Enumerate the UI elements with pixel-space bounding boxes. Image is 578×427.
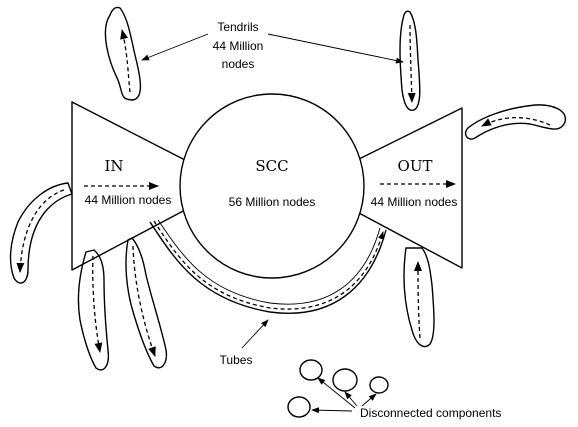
out-label: OUT [398, 157, 433, 175]
disconnected-leader-2 [344, 391, 358, 407]
disconnected-leader-4 [311, 407, 353, 414]
tendril-lower-right [403, 247, 435, 348]
in-count: 44 Million nodes [85, 193, 172, 207]
in-label: IN [104, 157, 123, 175]
scc-component [179, 93, 365, 279]
tubes-leader [241, 319, 269, 349]
tendril-lower-left-2 [125, 237, 168, 369]
tendril-lower-left-1 [77, 249, 110, 371]
tendrils-leader-left [141, 33, 209, 61]
scc-count: 56 Million nodes [229, 195, 316, 209]
out-component [356, 107, 463, 269]
tendrils-count: 44 Million [213, 39, 264, 53]
tendrils-label: Tendrils [217, 20, 258, 34]
tubes [149, 219, 387, 314]
disconnected-components [287, 359, 389, 418]
disconnected-leader-3 [361, 393, 377, 407]
tendril-right [464, 104, 566, 140]
tendril-upper-right [399, 10, 421, 112]
disconnected-label: Disconnected components [360, 406, 501, 420]
tendrils-nodes: nodes [222, 57, 255, 71]
out-count: 44 Million nodes [371, 195, 458, 209]
scc-label: SCC [255, 157, 288, 175]
tubes-label: Tubes [220, 353, 253, 367]
disconnected-leader-1 [317, 377, 356, 409]
tendril-left [9, 182, 73, 284]
tendril-upper-left [104, 6, 142, 101]
tendrils-leader-right [267, 33, 404, 64]
